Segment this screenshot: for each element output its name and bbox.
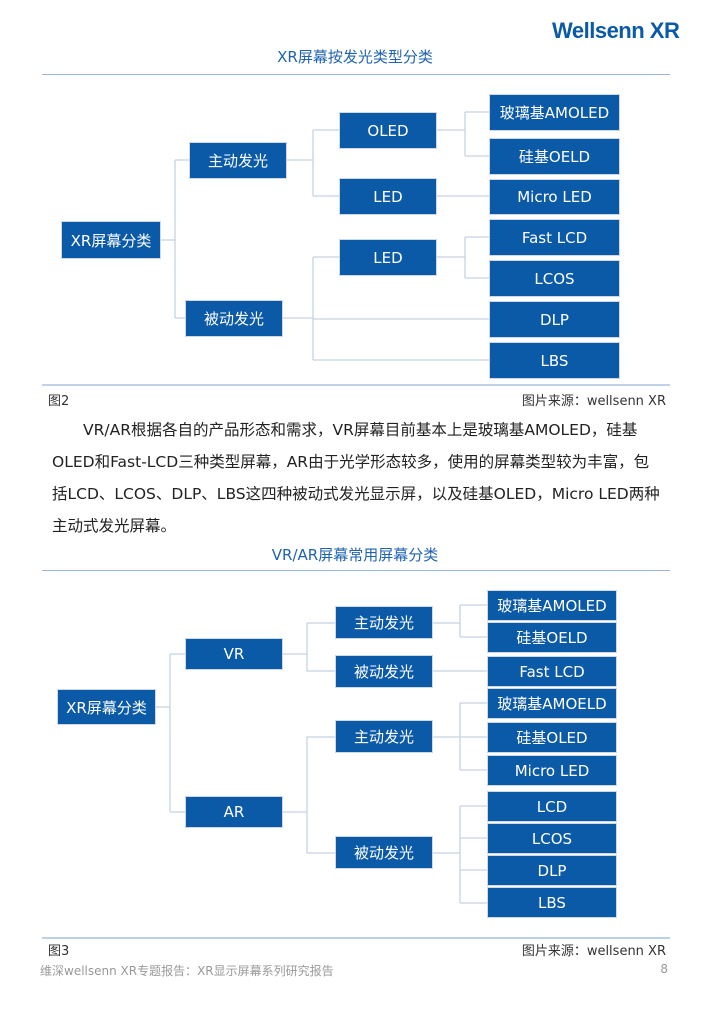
leaf-node: 玻璃基AMOLED [488, 591, 616, 620]
leaf-node: 玻璃基AMOELD [488, 689, 616, 718]
node-led: LED [340, 179, 436, 214]
node-passive: 被动发光 [336, 656, 432, 687]
node-vr: VR [186, 639, 282, 669]
leaf-node: Fast LCD [488, 657, 616, 686]
node-active: 主动发光 [336, 607, 432, 638]
leaf-node: LBS [490, 343, 619, 378]
leaf-node: 玻璃基AMOLED [490, 95, 619, 130]
node-ar: AR [186, 797, 282, 827]
node-led: LED [340, 240, 436, 275]
figure3-label: 图3 [48, 944, 70, 959]
node-active: 主动发光 [336, 721, 432, 752]
body-paragraph: VR/AR根据各自的产品形态和需求，VR屏幕目前基本上是玻璃基AMOLED，硅基… [52, 421, 660, 535]
leaf-node: 硅基OELD [488, 623, 616, 652]
figure3-source: 图片来源：wellsenn XR [521, 944, 666, 959]
leaf-node: LCOS [488, 824, 616, 853]
leaf-node: LBS [488, 888, 616, 917]
node-root: XR屏幕分类 [58, 690, 155, 724]
figure3-title: VR/AR屏幕常用屏幕分类 [271, 546, 439, 564]
figure2-source: 图片来源：wellsenn XR [521, 394, 666, 409]
leaf-node: Micro LED [490, 180, 619, 214]
brand-logo: Wellsenn XR [552, 18, 680, 43]
leaf-node: 硅基OLED [488, 723, 616, 752]
node-passive: 被动发光 [336, 837, 432, 868]
divider [42, 570, 670, 571]
leaf-node: 硅基OELD [490, 139, 619, 174]
leaf-node: Micro LED [488, 756, 616, 785]
figure2-title: XR屏幕按发光类型分类 [277, 48, 433, 66]
figure2-label: 图2 [48, 394, 70, 409]
leaf-node: LCOS [490, 261, 619, 296]
leaf-node: DLP [488, 856, 616, 885]
node-root: XR屏幕分类 [62, 222, 160, 258]
node-active: 主动发光 [190, 143, 286, 178]
leaf-node: DLP [490, 302, 619, 337]
divider [42, 74, 670, 75]
leaf-node: Fast LCD [490, 220, 619, 255]
node-oled: OLED [340, 113, 436, 148]
footer-text: 维深wellsenn XR专题报告：XR显示屏幕系列研究报告 [40, 964, 334, 978]
node-passive: 被动发光 [186, 301, 282, 336]
page-number: 8 [660, 962, 668, 976]
leaf-node: LCD [488, 792, 616, 821]
